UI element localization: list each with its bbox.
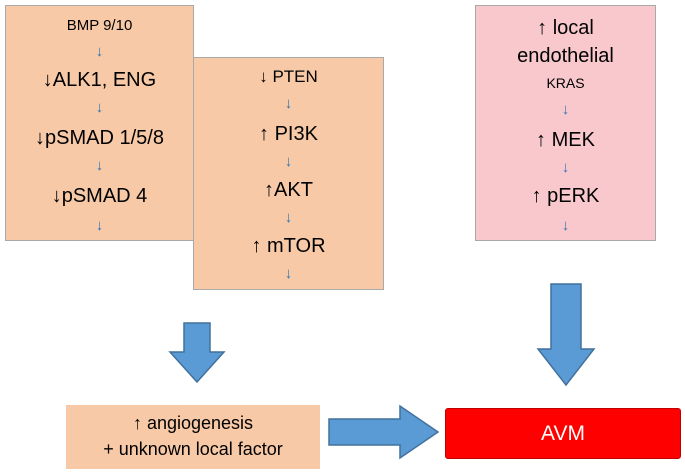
down-arrow-icon: ↓ bbox=[284, 95, 293, 112]
down-arrow-icon: ↓ bbox=[95, 43, 104, 60]
mek-label: ↑ MEK bbox=[536, 129, 595, 151]
right-pathway-box: ↑ local endothelial KRAS ↓ ↑ MEK ↓ ↑ pER… bbox=[475, 5, 656, 241]
pten-label: ↓ PTEN bbox=[259, 67, 318, 86]
psmad4-label: ↓pSMAD 4 bbox=[51, 185, 148, 207]
middle-pathway-box: ↓ PTEN ↓ ↑ PI3K ↓ ↑AKT ↓ ↑ mTOR ↓ bbox=[193, 57, 384, 290]
unknown-factor-label: + unknown local factor bbox=[103, 439, 283, 459]
local-label: ↑ local bbox=[537, 17, 594, 39]
down-arrow-icon: ↓ bbox=[284, 209, 293, 226]
down-arrow-icon: ↓ bbox=[284, 153, 293, 170]
angiogenesis-label: ↑ angiogenesis bbox=[132, 413, 254, 433]
avm-label: AVM bbox=[541, 422, 585, 445]
down-arrow-icon: ↓ bbox=[95, 217, 104, 234]
down-block-arrow-icon bbox=[168, 322, 226, 384]
down-arrow-icon: ↓ bbox=[561, 101, 570, 118]
right-block-arrow-icon bbox=[328, 404, 440, 460]
down-arrow-icon: ↓ bbox=[561, 159, 570, 176]
perk-label: ↑ pERK bbox=[531, 185, 600, 207]
akt-label: ↑AKT bbox=[264, 179, 313, 201]
mtor-label: ↑ mTOR bbox=[251, 235, 326, 257]
down-arrow-icon: ↓ bbox=[561, 217, 570, 234]
angiogenesis-box: ↑ angiogenesis + unknown local factor bbox=[66, 405, 320, 469]
endothelial-label: endothelial bbox=[517, 45, 614, 67]
down-arrow-icon: ↓ bbox=[284, 265, 293, 282]
down-block-arrow-icon bbox=[536, 283, 596, 387]
avm-box: AVM bbox=[445, 408, 681, 459]
bmp-label: BMP 9/10 bbox=[66, 17, 133, 34]
psmad158-label: ↓pSMAD 1/5/8 bbox=[35, 127, 164, 149]
alk1-eng-label: ↓ALK1, ENG bbox=[42, 69, 157, 91]
down-arrow-icon: ↓ bbox=[95, 157, 104, 174]
pi3k-label: ↑ PI3K bbox=[259, 123, 318, 145]
down-arrow-icon: ↓ bbox=[95, 99, 104, 116]
kras-label: KRAS bbox=[546, 75, 585, 91]
left-pathway-box: BMP 9/10 ↓ ↓ALK1, ENG ↓ ↓pSMAD 1/5/8 ↓ ↓… bbox=[5, 5, 194, 241]
